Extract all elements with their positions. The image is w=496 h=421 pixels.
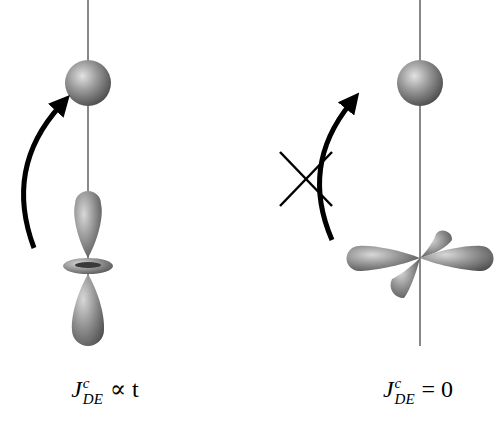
hopping-arrow [320, 104, 350, 240]
cross-mark [280, 152, 332, 206]
script-stack: cDE [395, 376, 415, 408]
coupling-formula: JcDE ∝ t [71, 376, 139, 408]
relation: ∝ t [110, 377, 139, 403]
ligand-sphere [65, 60, 111, 106]
hopping-arrow [24, 106, 60, 248]
orbital-torus-hole [75, 262, 101, 268]
superscript: c [83, 376, 103, 392]
symbol: J [71, 377, 82, 403]
orbital-lobe [347, 246, 421, 271]
script-stack: cDE [83, 376, 103, 408]
orbital-lobe [74, 191, 102, 258]
orbital-lobe [420, 246, 494, 271]
axis-line [419, 0, 421, 346]
superscript: c [395, 376, 415, 392]
cross-mark [280, 152, 332, 206]
subscript: DE [83, 392, 103, 408]
coupling-formula: JcDE = 0 [383, 376, 453, 408]
orbital-lobe [72, 274, 104, 346]
orbital-torus [63, 258, 113, 274]
ligand-sphere [397, 60, 443, 106]
subscript: DE [395, 392, 415, 408]
symbol: J [383, 377, 394, 403]
orbital-lobe [391, 258, 420, 298]
relation: = 0 [422, 377, 454, 403]
